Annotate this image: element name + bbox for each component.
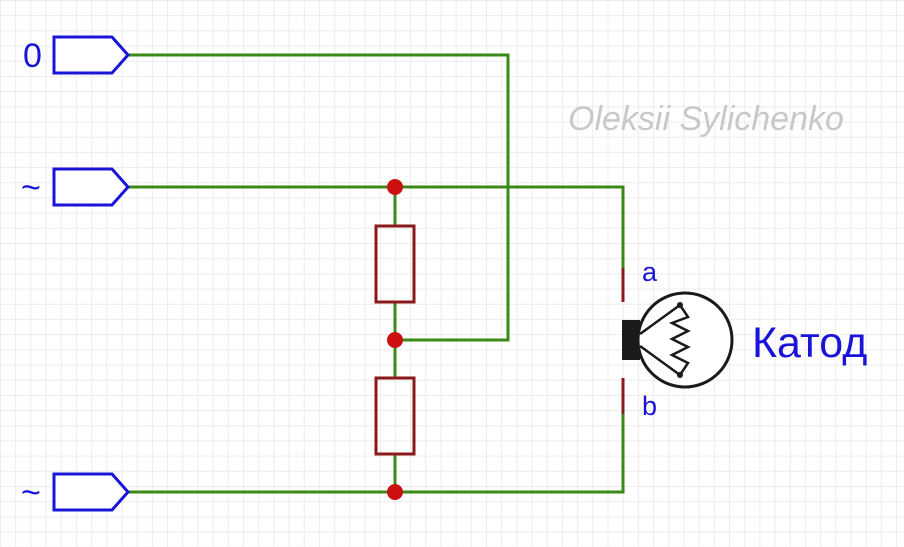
lamp-base: [622, 320, 640, 360]
lamp-name-label: Катод: [752, 319, 867, 367]
port-phase-top-shape: [52, 167, 131, 207]
port-phase-top: ~: [21, 167, 131, 207]
port-zero-shape: [52, 35, 131, 75]
resistor-top: [374, 224, 416, 304]
lamp-pin-b-label: b: [642, 391, 657, 421]
lamp-filament-node-bottom: [677, 372, 683, 378]
lamp-pin-a-label: a: [642, 257, 658, 287]
lamp-cathode: a b Катод: [621, 257, 867, 421]
resistor-bottom: [374, 376, 416, 456]
wire-top-phase: [128, 185, 625, 268]
resistors: [374, 224, 416, 456]
lamp-filament: [639, 303, 691, 377]
wire-zero-to-midpoint: [128, 53, 510, 342]
port-phase-bottom-shape: [52, 472, 131, 512]
author-watermark: Oleksii Sylichenko: [568, 100, 844, 138]
port-zero-label: 0: [23, 37, 42, 75]
wire-bottom-phase: [128, 414, 625, 494]
junction-bottom: [387, 484, 403, 500]
port-phase-bottom: ~: [21, 472, 131, 512]
lamp-filament-node-top: [677, 302, 683, 308]
lamp-bulb: [636, 291, 734, 389]
port-phase-top-label: ~: [21, 169, 41, 207]
junction-top: [387, 179, 403, 195]
junctions: [387, 179, 403, 500]
port-zero: 0: [23, 35, 131, 75]
port-phase-bottom-label: ~: [21, 474, 41, 512]
junction-middle: [387, 332, 403, 348]
